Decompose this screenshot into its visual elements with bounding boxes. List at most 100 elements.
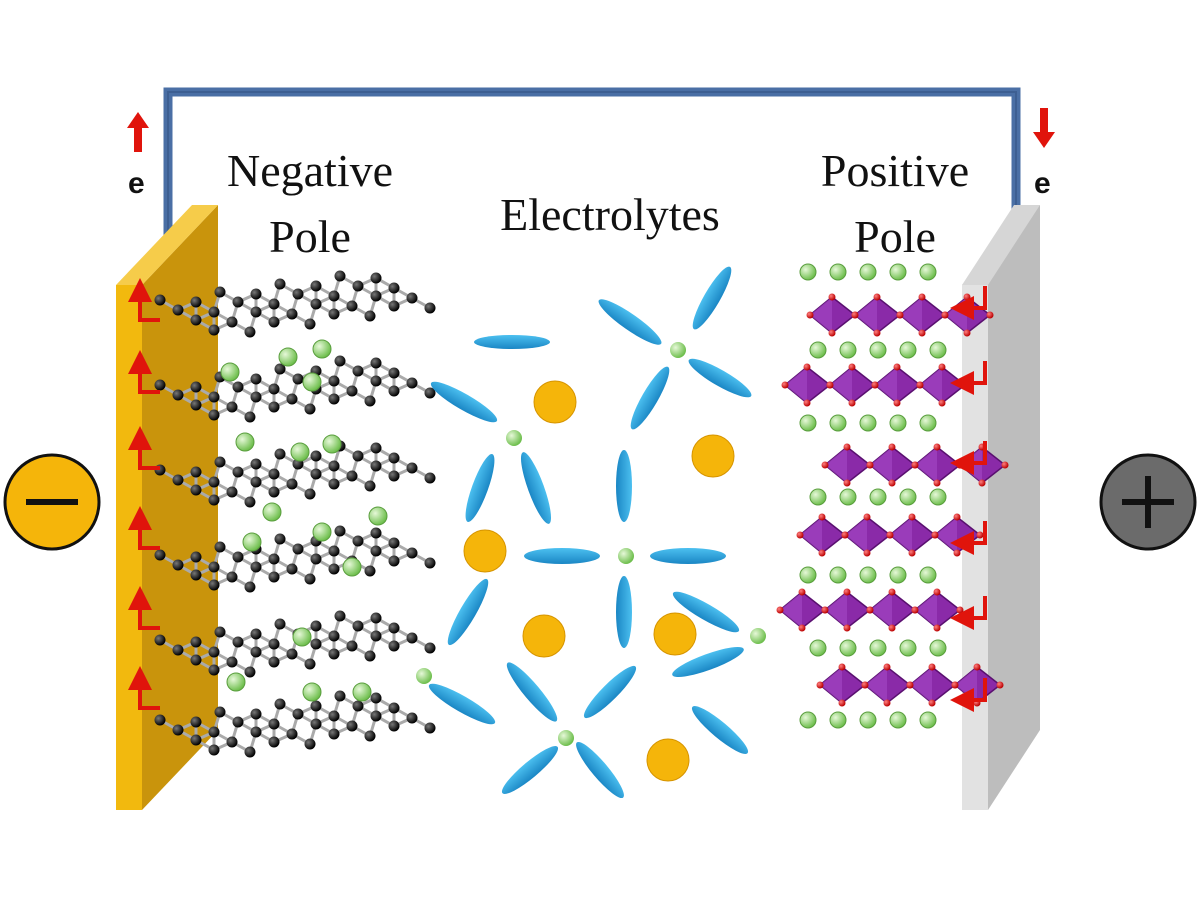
lithium-ion (919, 566, 937, 584)
carbon-atom (250, 708, 262, 720)
carbon-atom (352, 450, 364, 462)
carbon-atom (364, 395, 376, 407)
carbon-atom (208, 579, 220, 591)
carbon-atom (232, 636, 244, 648)
carbon-atom (370, 710, 382, 722)
oxygen-atom (866, 461, 874, 469)
lithium-ion (368, 506, 388, 526)
lithium-ion (302, 682, 322, 702)
lithium-ion (799, 711, 817, 729)
oxygen-atom (896, 311, 904, 319)
positive-terminal (1099, 453, 1197, 551)
carbon-atom (190, 636, 202, 648)
oxygen-atom (893, 399, 901, 407)
oxygen-atom (826, 381, 834, 389)
lithium-ion (839, 488, 857, 506)
oxygen-atom (951, 681, 959, 689)
carbon-atom (364, 650, 376, 662)
oxygen-atom (931, 531, 939, 539)
carbon-atom (190, 381, 202, 393)
oxygen-atom (893, 363, 901, 371)
solvent-molecule (474, 335, 550, 349)
oxygen-atom (973, 663, 981, 671)
oxygen-atom (851, 311, 859, 319)
carbon-atom (172, 559, 184, 571)
carbon-atom (250, 306, 262, 318)
lithium-ion (899, 488, 917, 506)
carbon-atom (406, 462, 418, 474)
oxygen-atom (818, 513, 826, 521)
carbon-atom (172, 304, 184, 316)
carbon-atom (310, 450, 322, 462)
lithium-ion (235, 432, 255, 452)
carbon-atom (370, 442, 382, 454)
solvent-molecule (428, 683, 496, 725)
lithium-ion (302, 372, 322, 392)
graphite-anode-layers (154, 270, 436, 758)
lithium-ion (416, 668, 432, 684)
anion (646, 738, 690, 782)
carbon-atom (304, 738, 316, 750)
carbon-atom (346, 300, 358, 312)
lithium-ion (859, 711, 877, 729)
oxygen-atom (803, 363, 811, 371)
negative-terminal (3, 453, 101, 551)
carbon-atom (364, 565, 376, 577)
carbon-atom (268, 553, 280, 565)
electron-flow-arrow-icon (128, 426, 160, 470)
carbon-atom (304, 573, 316, 585)
oxygen-atom (803, 399, 811, 407)
oxygen-atom (883, 699, 891, 707)
carbon-atom (292, 708, 304, 720)
carbon-atom (388, 367, 400, 379)
lithium-ion (839, 341, 857, 359)
oxygen-atom (838, 663, 846, 671)
oxygen-atom (963, 329, 971, 337)
carbon-atom (304, 318, 316, 330)
lithium-ion (829, 711, 847, 729)
carbon-atom (328, 563, 340, 575)
carbon-atom (334, 610, 346, 622)
graphene-layer (154, 270, 436, 338)
carbon-atom (172, 389, 184, 401)
lithium-ion (869, 341, 887, 359)
carbon-atom (286, 648, 298, 660)
carbon-atom (208, 726, 220, 738)
negative-electrode-plate (116, 205, 218, 810)
carbon-atom (352, 620, 364, 632)
carbon-atom (154, 379, 166, 391)
carbon-atom (190, 399, 202, 411)
lithium-ion (829, 566, 847, 584)
carbon-atom (292, 373, 304, 385)
carbon-atom (214, 706, 226, 718)
carbon-atom (424, 387, 436, 399)
lithium-ion (859, 414, 877, 432)
oxygen-atom (848, 399, 856, 407)
electron-flow-arrow-icon (128, 666, 160, 710)
oxygen-atom (806, 311, 814, 319)
oxygen-atom (873, 329, 881, 337)
solvent-molecule (672, 591, 740, 633)
carbon-atom (244, 666, 256, 678)
carbon-atom (250, 458, 262, 470)
lithium-ion (889, 263, 907, 281)
oxygen-atom (928, 663, 936, 671)
carbon-atom (190, 569, 202, 581)
electron-label-right: e (1034, 167, 1051, 200)
solvent-molecule (583, 665, 637, 719)
oxygen-atom (956, 606, 964, 614)
carbon-atom (250, 476, 262, 488)
carbon-atom (208, 664, 220, 676)
carbon-atom (352, 700, 364, 712)
oxygen-atom (938, 399, 946, 407)
oxygen-atom (918, 329, 926, 337)
carbon-atom (328, 308, 340, 320)
carbon-atom (268, 298, 280, 310)
lithium-ion (859, 263, 877, 281)
carbon-atom (364, 480, 376, 492)
carbon-atom (172, 644, 184, 656)
oxygen-atom (848, 363, 856, 371)
lithium-ion (899, 639, 917, 657)
oxygen-atom (886, 531, 894, 539)
